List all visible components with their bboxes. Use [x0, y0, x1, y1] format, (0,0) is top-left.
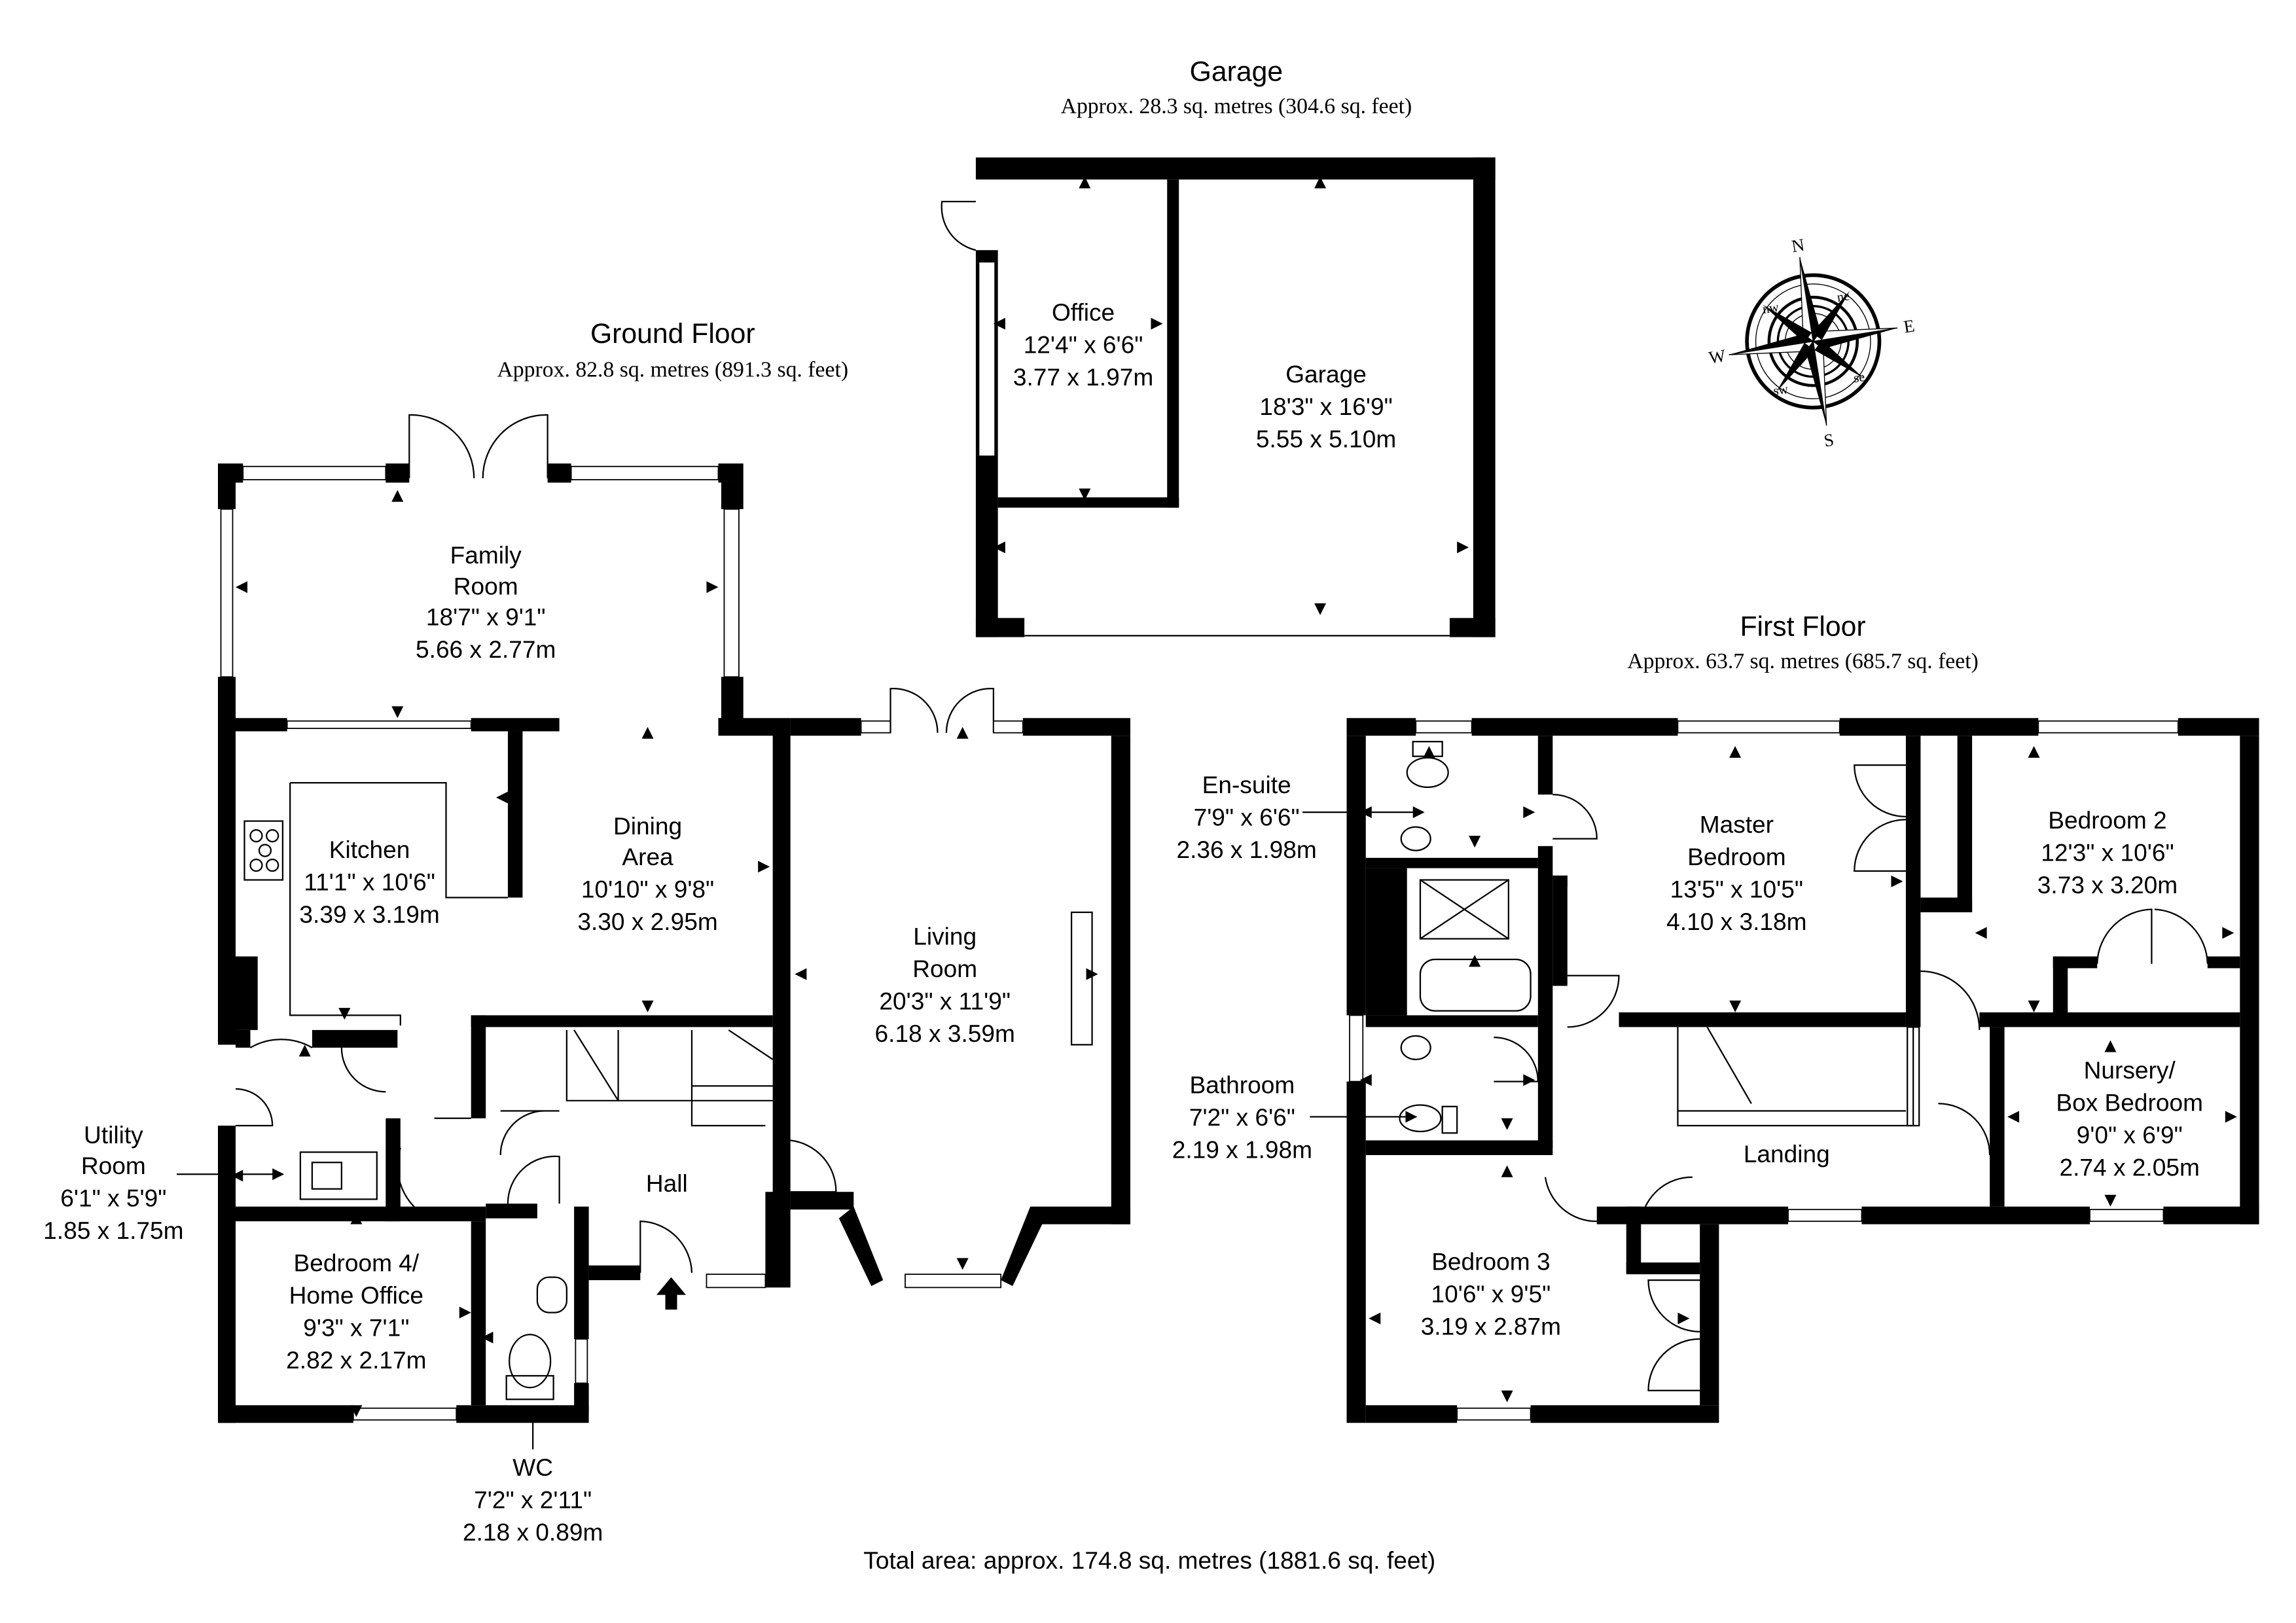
ground-floor-plan — [218, 414, 1131, 1423]
room-dims-metric: 2.18 x 0.89m — [463, 1518, 603, 1546]
garage-plan — [941, 157, 1496, 637]
room-dims-imperial: 18'7" x 9'1" — [426, 603, 546, 631]
room-dims-imperial: 9'3" x 7'1" — [303, 1314, 409, 1342]
room-dims-metric: 3.73 x 3.20m — [2037, 871, 2178, 899]
room-dims-metric: 2.36 x 1.98m — [1176, 836, 1316, 863]
entrance-arrow-icon — [656, 1277, 686, 1310]
compass-n: N — [1790, 235, 1806, 257]
room-name: Landing — [1744, 1140, 1830, 1168]
room-dims-metric: 2.19 x 1.98m — [1172, 1136, 1312, 1164]
ground-floor-area: Approx. 82.8 sq. metres (891.3 sq. feet) — [497, 358, 848, 382]
room-name: En-suite — [1202, 771, 1291, 798]
room-name: Home Office — [289, 1281, 423, 1309]
room-name: Dining — [613, 812, 682, 840]
room-bedroom-4: Bedroom 4/ Home Office 9'3" x 7'1" 2.82 … — [286, 1249, 426, 1374]
room-garage: Garage 18'3" x 16'9" 5.55 x 5.10m — [1256, 361, 1396, 453]
room-dims-imperial: 10'10" x 9'8" — [581, 876, 714, 903]
room-name: Living — [913, 922, 977, 950]
compass-nw: nw — [1761, 300, 1780, 317]
room-dims-imperial: 7'2" x 6'6" — [1189, 1103, 1295, 1131]
compass-e: E — [1902, 315, 1916, 336]
room-kitchen: Kitchen 11'1" x 10'6" 3.39 x 3.19m — [299, 836, 439, 928]
garage-title: Garage — [1190, 56, 1283, 88]
room-name: Bedroom 4/ — [294, 1249, 420, 1277]
room-dims-imperial: 9'0" x 6'9" — [2077, 1121, 2183, 1149]
room-wc: WC 7'2" x 2'11" 2.18 x 0.89m — [463, 1454, 603, 1546]
room-dims-imperial: 7'2" x 2'11" — [474, 1486, 592, 1514]
compass-rose-icon: N S E W ne nw se sw — [1708, 235, 1916, 451]
garage-area: Approx. 28.3 sq. metres (304.6 sq. feet) — [1061, 94, 1412, 118]
compass-ne: ne — [1836, 289, 1850, 305]
first-floor-title: First Floor — [1740, 611, 1865, 642]
room-dims-imperial: 6'1" x 5'9" — [60, 1185, 166, 1212]
room-dims-metric: 2.82 x 2.17m — [286, 1346, 426, 1374]
room-nursery: Nursery/ Box Bedroom 9'0" x 6'9" 2.74 x … — [2056, 1056, 2203, 1181]
first-floor-area: Approx. 63.7 sq. metres (685.7 sq. feet) — [1627, 649, 1979, 673]
room-living-room: Living Room 20'3" x 11'9" 6.18 x 3.59m — [875, 922, 1015, 1046]
room-name: Room — [81, 1152, 146, 1179]
room-dims-imperial: 11'1" x 10'6" — [304, 868, 435, 895]
room-name: Master — [1700, 811, 1774, 838]
room-name: Room — [454, 572, 518, 599]
room-name: Bedroom — [1687, 843, 1785, 870]
room-name: Garage — [1285, 361, 1367, 388]
room-dims-metric: 1.85 x 1.75m — [43, 1217, 183, 1244]
room-name: Family — [450, 541, 522, 569]
room-name: Box Bedroom — [2056, 1089, 2203, 1116]
room-dims-imperial: 13'5" x 10'5" — [1670, 876, 1803, 903]
room-name: Hall — [646, 1169, 688, 1197]
room-office: Office 12'4" x 6'6" 3.77 x 1.97m — [1013, 298, 1153, 391]
first-floor-plan — [177, 718, 2259, 1450]
room-bedroom-3: Bedroom 3 10'6" x 9'5" 3.19 x 2.87m — [1421, 1247, 1561, 1340]
room-landing: Landing — [1744, 1140, 1830, 1168]
room-dims-metric: 5.66 x 2.77m — [416, 635, 556, 663]
room-dims-imperial: 10'6" x 9'5" — [1431, 1280, 1551, 1308]
room-dims-imperial: 20'3" x 11'9" — [879, 987, 1011, 1014]
room-bedroom-2: Bedroom 2 12'3" x 10'6" 3.73 x 3.20m — [2037, 806, 2178, 899]
room-en-suite: En-suite 7'9" x 6'6" 2.36 x 1.98m — [1176, 771, 1316, 863]
room-dims-metric: 4.10 x 3.18m — [1666, 908, 1806, 935]
room-name: Area — [622, 843, 673, 870]
room-name: WC — [512, 1454, 553, 1481]
room-dims-imperial: 12'3" x 10'6" — [2041, 838, 2174, 866]
room-name: Nursery/ — [2084, 1056, 2176, 1084]
room-name: Kitchen — [329, 836, 410, 863]
total-area: Total area: approx. 174.8 sq. metres (18… — [863, 1546, 1435, 1574]
room-name: Room — [912, 955, 977, 982]
room-dims-metric: 3.19 x 2.87m — [1421, 1312, 1561, 1340]
compass-w: W — [1708, 346, 1727, 368]
room-master-bedroom: Master Bedroom 13'5" x 10'5" 4.10 x 3.18… — [1666, 811, 1806, 935]
room-family-room: Family Room 18'7" x 9'1" 5.66 x 2.77m — [416, 541, 556, 663]
room-name: Office — [1052, 298, 1115, 326]
room-dims-metric: 3.39 x 3.19m — [299, 901, 439, 928]
room-dims-imperial: 7'9" x 6'6" — [1194, 803, 1300, 830]
room-dims-metric: 2.74 x 2.05m — [2060, 1153, 2200, 1181]
room-utility-room: Utility Room 6'1" x 5'9" 1.85 x 1.75m — [43, 1121, 183, 1244]
room-dims-imperial: 12'4" x 6'6" — [1024, 331, 1143, 359]
hob-icon — [243, 820, 284, 881]
compass-sw: sw — [1772, 382, 1789, 399]
room-name: Utility — [84, 1121, 143, 1149]
room-dims-metric: 3.30 x 2.95m — [577, 908, 717, 935]
room-dims-metric: 5.55 x 5.10m — [1256, 425, 1396, 453]
room-name: Bathroom — [1190, 1071, 1295, 1099]
room-dims-metric: 3.77 x 1.97m — [1013, 363, 1153, 391]
room-bathroom: Bathroom 7'2" x 6'6" 2.19 x 1.98m — [1172, 1071, 1312, 1164]
compass-s: S — [1822, 430, 1835, 451]
room-dims-metric: 6.18 x 3.59m — [875, 1020, 1015, 1047]
room-dining-area: Dining Area 10'10" x 9'8" 3.30 x 2.95m — [577, 812, 717, 935]
room-name: Bedroom 3 — [1431, 1247, 1550, 1275]
room-dims-imperial: 18'3" x 16'9" — [1259, 393, 1392, 420]
room-hall: Hall — [646, 1169, 688, 1197]
compass-se: se — [1853, 370, 1866, 385]
ground-floor-title: Ground Floor — [590, 318, 755, 349]
room-name: Bedroom 2 — [2048, 806, 2166, 834]
